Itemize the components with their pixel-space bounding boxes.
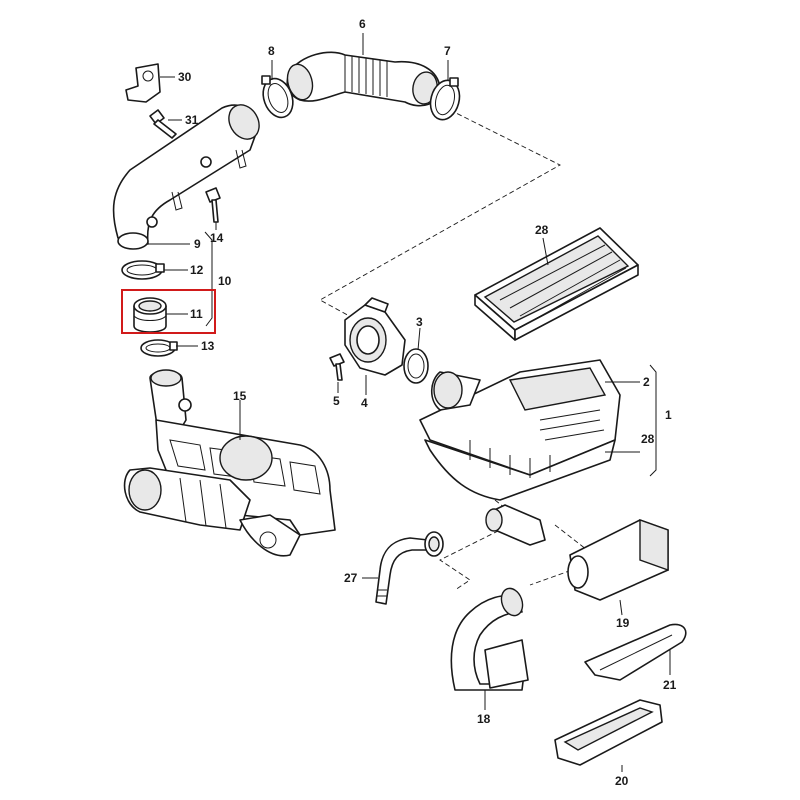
bracket-part bbox=[125, 63, 161, 103]
label-31: 31 bbox=[185, 113, 199, 127]
intake-duct-part bbox=[567, 519, 669, 601]
label-8: 8 bbox=[268, 44, 275, 58]
label-6: 6 bbox=[359, 17, 366, 31]
clamp-part-8 bbox=[261, 75, 294, 119]
label-19: 19 bbox=[616, 616, 630, 630]
o-ring-part bbox=[403, 348, 429, 384]
leader-10-bracket bbox=[204, 231, 213, 327]
turbocharger-part bbox=[123, 369, 336, 557]
flexible-hose-part bbox=[286, 51, 441, 107]
label-2: 2 bbox=[643, 375, 650, 389]
label-13: 13 bbox=[201, 339, 215, 353]
label-20: 20 bbox=[615, 774, 629, 788]
air-mass-sensor-part bbox=[344, 297, 406, 376]
label-12: 12 bbox=[190, 263, 204, 277]
label-14: 14 bbox=[210, 231, 224, 245]
label-3: 3 bbox=[416, 315, 423, 329]
label-1: 1 bbox=[665, 408, 672, 422]
air-filter-box-part bbox=[419, 359, 621, 546]
sleeve-part-11 bbox=[133, 297, 167, 333]
label-5: 5 bbox=[333, 394, 340, 408]
label-15: 15 bbox=[233, 389, 247, 403]
label-27: 27 bbox=[344, 571, 358, 585]
clamp-part-12 bbox=[121, 260, 165, 280]
label-4: 4 bbox=[361, 396, 368, 410]
bolt-part-14 bbox=[205, 187, 221, 223]
label-10: 10 bbox=[218, 274, 232, 288]
leader-3 bbox=[417, 327, 421, 351]
label-9: 9 bbox=[194, 237, 201, 251]
clamp-part-7 bbox=[429, 77, 461, 121]
bolt-part-31 bbox=[149, 109, 177, 139]
label-7: 7 bbox=[444, 44, 451, 58]
label-30: 30 bbox=[178, 70, 192, 84]
breather-hose-part bbox=[375, 531, 444, 605]
leader-1-bracket bbox=[649, 364, 657, 477]
duct-tray-part bbox=[554, 699, 663, 766]
label-28-filter: 28 bbox=[535, 223, 549, 237]
cover-part bbox=[584, 623, 687, 681]
intake-elbow-part bbox=[450, 587, 529, 691]
assembly-line-hose-to-filter bbox=[319, 109, 561, 331]
label-18: 18 bbox=[477, 712, 491, 726]
charge-pipe-part bbox=[112, 104, 260, 250]
label-28-box: 28 bbox=[641, 432, 655, 446]
leader-28-filter bbox=[542, 237, 549, 266]
leader-19 bbox=[619, 599, 623, 616]
clamp-part-13 bbox=[140, 339, 178, 357]
label-11: 11 bbox=[190, 307, 203, 321]
filter-element-part bbox=[474, 227, 639, 341]
label-21: 21 bbox=[663, 678, 677, 692]
screw-part-5 bbox=[329, 353, 345, 381]
highlight-box-part-11 bbox=[121, 289, 216, 334]
